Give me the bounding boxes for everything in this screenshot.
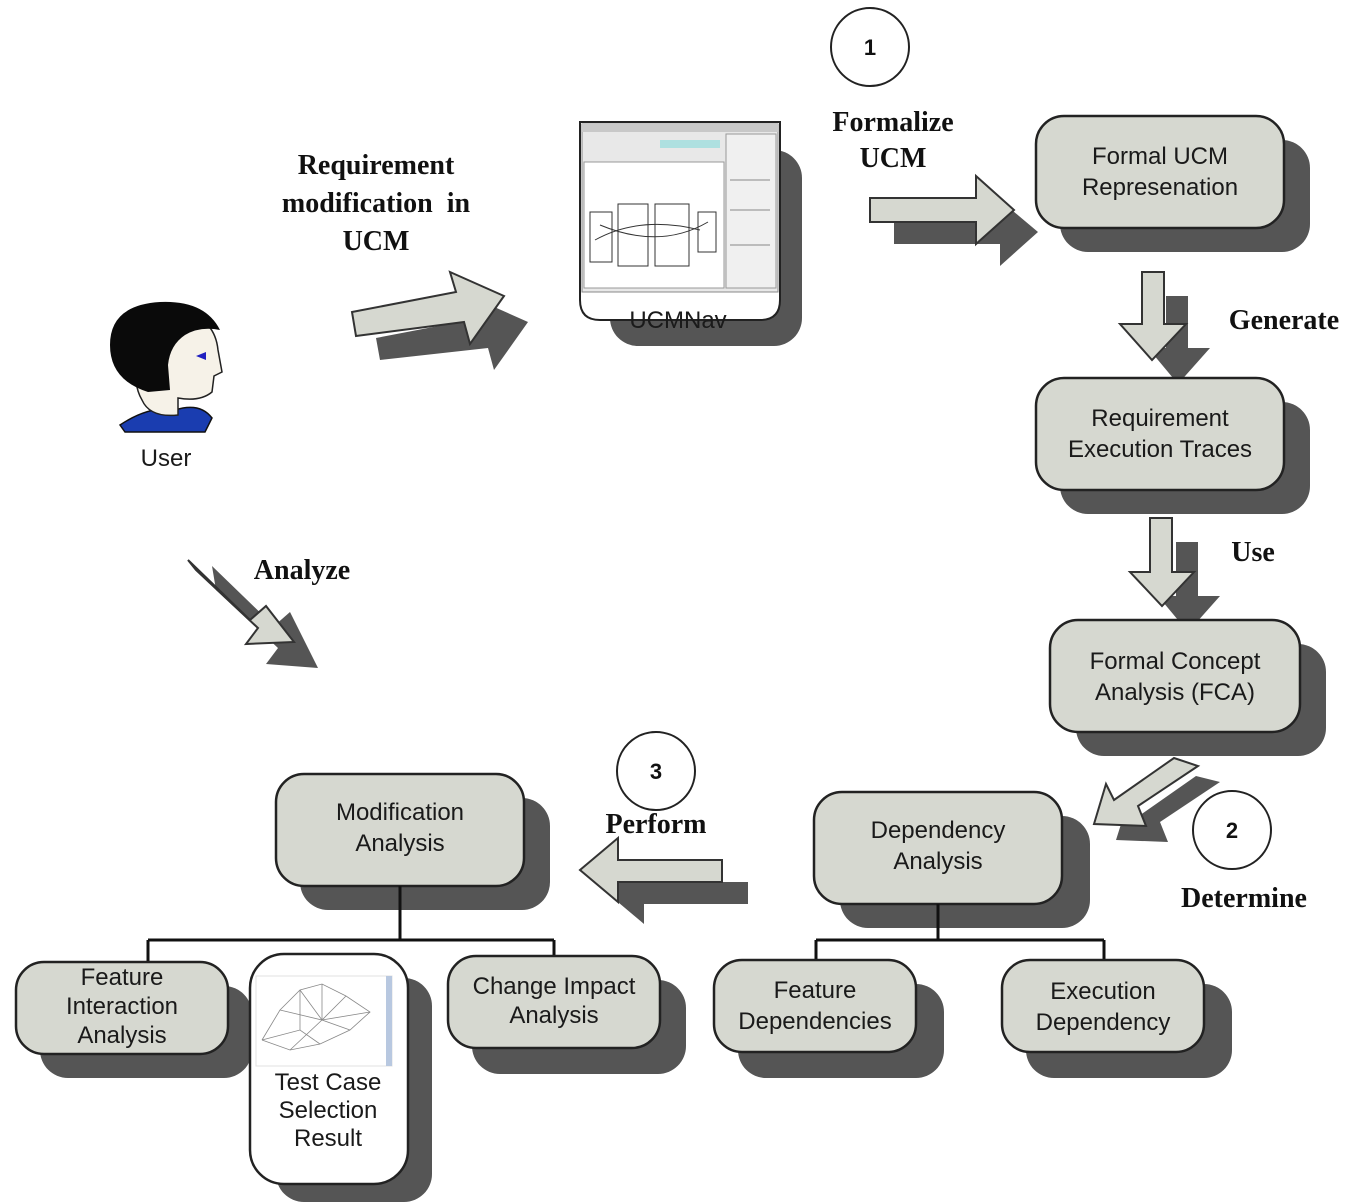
user-icon — [110, 301, 223, 433]
feature-interaction-line-3: Analysis — [77, 1022, 166, 1049]
fca-line-2: Analysis (FCA) — [1095, 679, 1255, 706]
network-graph-icon — [261, 983, 371, 1051]
arrow-use — [1127, 517, 1220, 632]
modification-tree-lines — [146, 886, 556, 962]
arrow-analyze — [187, 559, 318, 668]
feature-interaction-line-1: Feature — [81, 964, 164, 991]
step-2-circle — [1192, 790, 1272, 870]
label-formalize-2: UCM — [860, 143, 927, 174]
execution-traces-line-2: Execution Traces — [1068, 436, 1252, 463]
change-impact-line-2: Analysis — [509, 1002, 598, 1029]
test-case-line-3: Result — [294, 1125, 362, 1152]
label-determine: Determine — [1181, 883, 1307, 914]
box-fca — [1048, 618, 1302, 734]
modification-analysis-line-2: Analysis — [355, 830, 444, 857]
feature-dependencies-line-2: Dependencies — [738, 1008, 891, 1035]
ucmnav-label: UCMNav — [629, 307, 726, 334]
arrow-requirement-modification — [350, 270, 528, 370]
execution-dependency-line-2: Dependency — [1036, 1009, 1171, 1036]
test-case-line-1: Test Case — [275, 1069, 382, 1096]
label-requirement-modification-1: Requirement — [298, 150, 455, 181]
step-1-circle — [830, 7, 910, 87]
fca-line-1: Formal Concept — [1090, 648, 1261, 675]
box-execution-traces — [1034, 376, 1286, 492]
arrow-perform — [578, 835, 748, 924]
box-feature-interaction — [14, 960, 230, 1056]
box-feature-dependencies — [712, 958, 918, 1054]
label-requirement-modification-2: modification in — [282, 188, 471, 219]
arrow-generate — [1117, 271, 1210, 384]
feature-dependencies-line-1: Feature — [774, 977, 857, 1004]
execution-dependency-line-1: Execution — [1050, 978, 1155, 1005]
step-2-number: 2 — [1226, 818, 1238, 843]
dependency-tree-lines — [814, 904, 1106, 962]
label-requirement-modification-3: UCM — [343, 226, 410, 257]
box-formal-ucm — [1034, 114, 1286, 230]
arrow-determine — [1092, 756, 1220, 842]
formal-ucm-line-2: Represenation — [1082, 174, 1238, 201]
arrow-formalize — [869, 173, 1038, 266]
label-generate: Generate — [1229, 305, 1339, 336]
step-1-number: 1 — [864, 35, 876, 60]
label-formalize-1: Formalize — [832, 107, 953, 138]
feature-interaction-line-2: Interaction — [66, 993, 178, 1020]
ucmnav-tool — [579, 121, 802, 346]
modification-analysis-line-1: Modification — [336, 799, 464, 826]
label-analyze: Analyze — [254, 555, 350, 586]
test-case-line-2: Selection — [279, 1097, 378, 1124]
label-perform: Perform — [605, 809, 706, 840]
change-impact-line-1: Change Impact — [473, 973, 636, 1000]
execution-traces-line-1: Requirement — [1091, 405, 1229, 432]
dependency-analysis-line-1: Dependency — [871, 817, 1006, 844]
box-change-impact — [446, 954, 662, 1050]
step-3-circle — [616, 731, 696, 811]
box-execution-dependency — [1000, 958, 1206, 1054]
user-label: User — [141, 445, 192, 472]
step-3-number: 3 — [650, 759, 662, 784]
dependency-analysis-line-2: Analysis — [893, 848, 982, 875]
formal-ucm-line-1: Formal UCM — [1092, 143, 1228, 170]
label-use: Use — [1231, 537, 1275, 568]
